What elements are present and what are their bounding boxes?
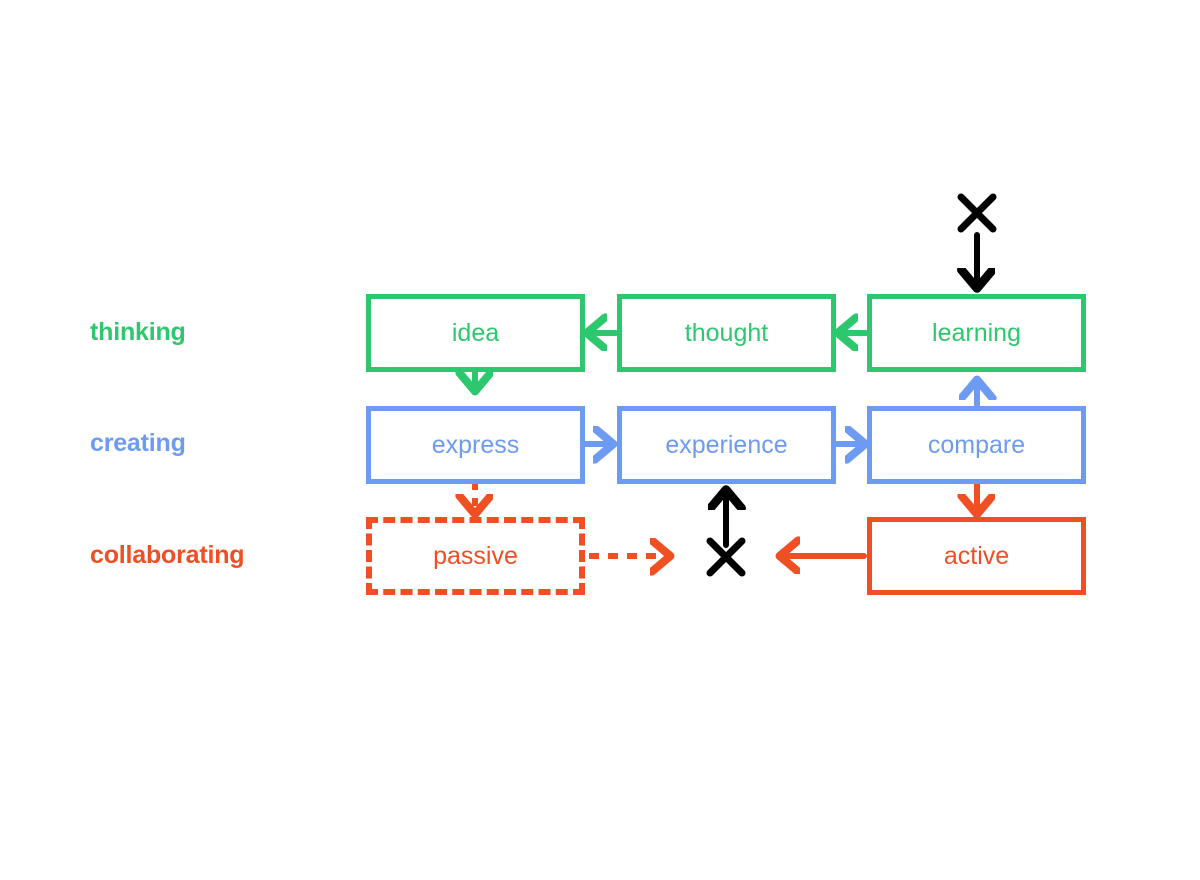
node-compare[interactable]: compare	[867, 406, 1086, 484]
blocked-marker-center-icon	[706, 537, 746, 577]
node-compare-label: compare	[927, 430, 1026, 459]
node-experience[interactable]: experience	[617, 406, 836, 484]
node-thought[interactable]: thought	[617, 294, 836, 372]
node-active[interactable]: active	[867, 517, 1086, 595]
node-active-label: active	[943, 541, 1010, 570]
node-learning[interactable]: learning	[867, 294, 1086, 372]
blocked-marker-top-icon	[957, 193, 997, 233]
node-passive[interactable]: passive	[366, 517, 585, 595]
node-express[interactable]: express	[366, 406, 585, 484]
row-label-creating: creating	[90, 429, 186, 457]
node-express-label: express	[431, 430, 520, 459]
node-idea[interactable]: idea	[366, 294, 585, 372]
node-learning-label: learning	[932, 318, 1021, 347]
node-experience-label: experience	[665, 430, 788, 459]
node-thought-label: thought	[684, 318, 769, 347]
node-idea-label: idea	[451, 318, 500, 347]
row-label-collaborating: collaborating	[90, 541, 245, 569]
row-label-thinking: thinking	[90, 318, 186, 346]
node-passive-label: passive	[433, 541, 518, 570]
